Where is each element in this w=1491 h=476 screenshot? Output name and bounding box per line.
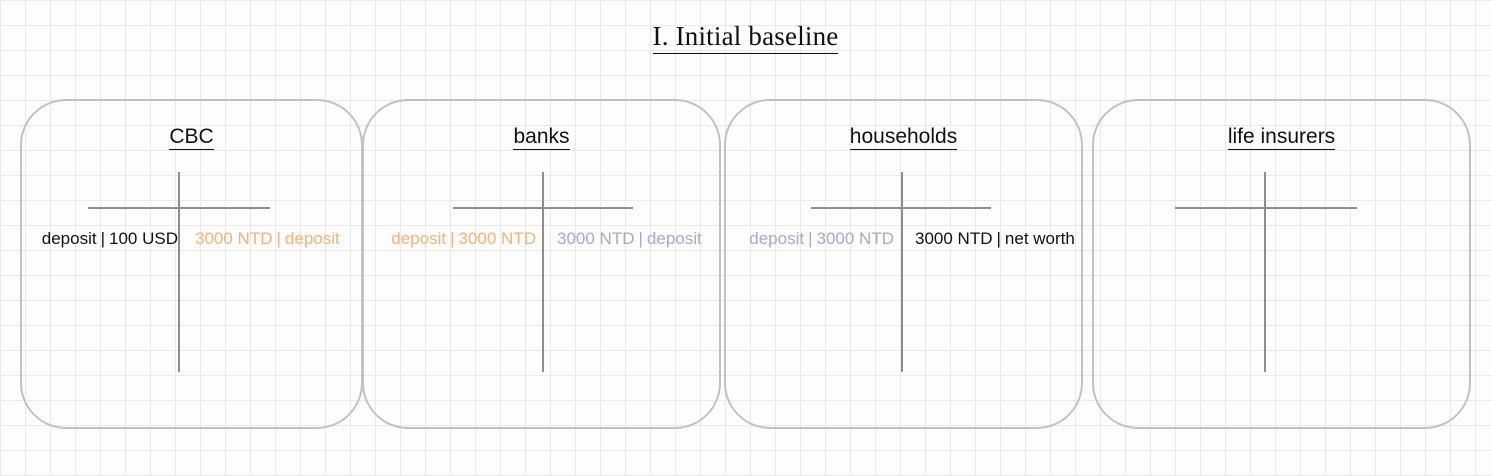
t-account-vertical-line-households bbox=[901, 172, 903, 372]
t-account-vertical-line-life-insurers bbox=[1264, 172, 1266, 372]
ledger-entry-liabilities-cbc: 3000 NTD|deposit bbox=[195, 228, 340, 250]
agent-box-title-banks: banks bbox=[513, 125, 570, 150]
ledger-separator: | bbox=[638, 229, 643, 248]
t-account-vertical-line-banks bbox=[542, 172, 544, 372]
ledger-label-assets-cbc: deposit bbox=[41, 229, 97, 248]
t-account-horizontal-line-life-insurers bbox=[1175, 207, 1357, 209]
agent-box-title-households: households bbox=[849, 125, 958, 150]
ledger-separator: | bbox=[808, 229, 813, 248]
agent-box-households[interactable]: households bbox=[724, 99, 1083, 429]
ledger-separator: | bbox=[100, 229, 106, 248]
ledger-label-liabilities-cbc: deposit bbox=[284, 229, 340, 248]
ledger-label-assets-households: deposit bbox=[749, 229, 805, 248]
page-title-text: I. Initial baseline bbox=[652, 21, 839, 54]
ledger-entry-assets-cbc: deposit|100 USD bbox=[42, 228, 178, 250]
ledger-label-liabilities-banks: deposit bbox=[646, 229, 702, 248]
ledger-amount-assets-cbc: 100 USD bbox=[109, 229, 178, 248]
ledger-amount-liabilities-cbc: 3000 NTD bbox=[195, 229, 273, 248]
agent-box-life-insurers[interactable]: life insurers bbox=[1092, 99, 1471, 429]
ledger-amount-liabilities-banks: 3000 NTD bbox=[557, 229, 635, 248]
ledger-label-assets-banks: deposit bbox=[391, 229, 447, 248]
t-account-vertical-line-cbc bbox=[178, 172, 180, 372]
t-account-horizontal-line-banks bbox=[453, 207, 633, 209]
ledger-amount-liabilities-households: 3000 NTD bbox=[915, 229, 993, 248]
ledger-amount-assets-households: 3000 NTD bbox=[816, 229, 894, 248]
ledger-entry-assets-banks: deposit|3000 NTD bbox=[391, 228, 536, 250]
ledger-amount-assets-banks: 3000 NTD bbox=[458, 229, 536, 248]
page-title: I. Initial baseline bbox=[0, 21, 1491, 54]
ledger-entry-liabilities-banks: 3000 NTD|deposit bbox=[557, 228, 702, 250]
ledger-separator: | bbox=[276, 229, 281, 248]
ledger-label-liabilities-households: net worth bbox=[1004, 229, 1075, 248]
ledger-separator: | bbox=[996, 229, 1001, 248]
ledger-separator: | bbox=[450, 229, 455, 248]
agent-box-title-cbc: CBC bbox=[169, 125, 214, 150]
agent-box-banks[interactable]: banks bbox=[362, 99, 721, 429]
t-account-horizontal-line-cbc bbox=[88, 207, 270, 209]
ledger-entry-liabilities-households: 3000 NTD|net worth bbox=[915, 228, 1075, 250]
agent-box-cbc[interactable]: CBC bbox=[20, 99, 363, 429]
ledger-entry-assets-households: deposit|3000 NTD bbox=[749, 228, 894, 250]
agent-box-title-life-insurers: life insurers bbox=[1227, 125, 1336, 150]
t-account-horizontal-line-households bbox=[811, 207, 991, 209]
